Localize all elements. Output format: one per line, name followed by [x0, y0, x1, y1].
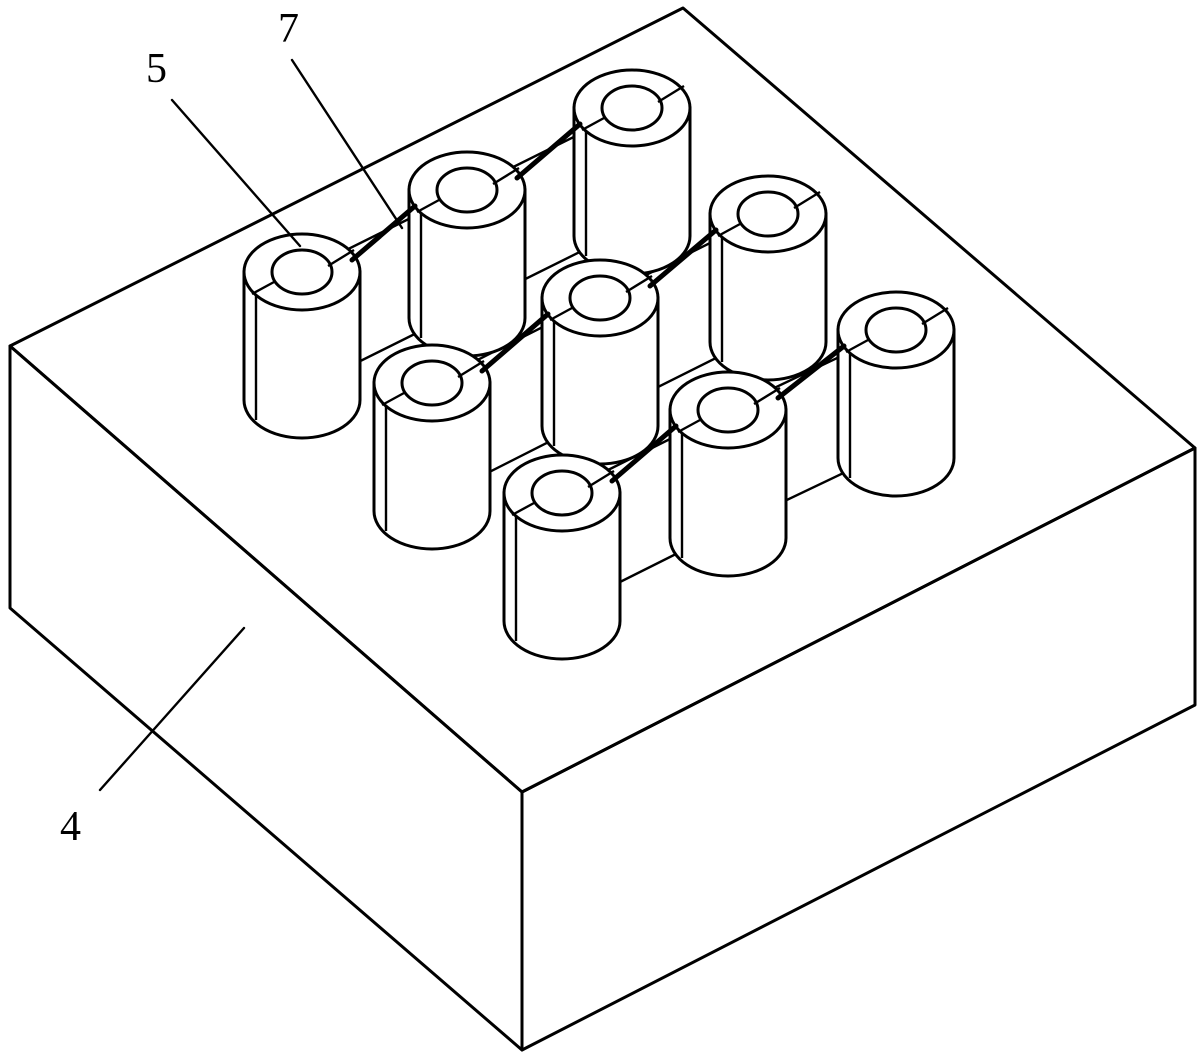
cylinder-body — [242, 270, 362, 440]
cylinder-bore — [568, 274, 632, 322]
base-block — [8, 6, 1197, 1052]
cylinder-slit — [549, 306, 573, 322]
connector-wire — [647, 227, 719, 289]
cylinder-slit — [381, 391, 405, 407]
cylinder-bore — [530, 469, 594, 517]
cylinder-slit — [625, 274, 653, 294]
cylinder-body — [708, 212, 828, 382]
cylinder-slit — [492, 166, 520, 186]
cylinder-bore — [270, 248, 334, 296]
connector-wire — [349, 203, 418, 263]
cylinder-2-1 — [668, 370, 788, 578]
cylinder-bore — [400, 359, 464, 407]
cylinder-body — [540, 296, 660, 466]
leader-lines — [98, 58, 404, 792]
cylinder-slit — [587, 469, 615, 489]
cylinder-slit — [416, 198, 440, 214]
cylinder-slit — [251, 280, 275, 296]
connector-wire — [609, 423, 679, 484]
base-block-right-face — [520, 446, 1197, 1052]
cylinder-slit — [657, 84, 685, 104]
cylinder-slit — [793, 190, 821, 210]
connector-wire — [775, 343, 847, 401]
cylinder-slit — [677, 418, 701, 434]
leader-line-4 — [98, 626, 246, 792]
cylinder-0-1 — [407, 150, 527, 358]
cylinder-slit — [753, 386, 781, 406]
cylinder-body — [502, 491, 622, 661]
cylinder-body — [668, 408, 788, 578]
cylinder-slit — [921, 306, 949, 326]
cylinder-bore — [736, 190, 800, 238]
cylinders — [242, 68, 956, 661]
cylinder-slit — [457, 359, 485, 379]
cylinder-slit — [845, 338, 869, 354]
connector-wire — [479, 311, 551, 374]
cylinder-2-2 — [836, 290, 956, 498]
cylinder-2-0 — [502, 453, 622, 661]
cylinder-body — [836, 328, 956, 498]
connector-wire — [514, 121, 583, 181]
label-part-7: 7 — [278, 6, 299, 52]
leader-line-7 — [290, 58, 404, 230]
label-part-5: 5 — [146, 46, 167, 92]
cylinder-bore — [696, 386, 760, 434]
cylinder-bore — [435, 166, 499, 214]
cylinder-0-2 — [572, 68, 692, 276]
cylinder-1-1 — [540, 258, 660, 466]
cylinder-1-0 — [372, 343, 492, 551]
cylinder-1-2 — [708, 174, 828, 382]
cylinder-slit — [717, 222, 741, 238]
label-part-4: 4 — [60, 804, 81, 850]
cylinder-bore — [600, 84, 664, 132]
cylinder-slit — [327, 248, 355, 268]
cylinder-body — [372, 381, 492, 551]
cylinder-bore — [864, 306, 928, 354]
cylinder-slit — [511, 501, 535, 517]
leader-line-5 — [170, 98, 302, 248]
cylinder-0-0 — [242, 232, 362, 440]
cylinder-slit — [581, 116, 605, 132]
